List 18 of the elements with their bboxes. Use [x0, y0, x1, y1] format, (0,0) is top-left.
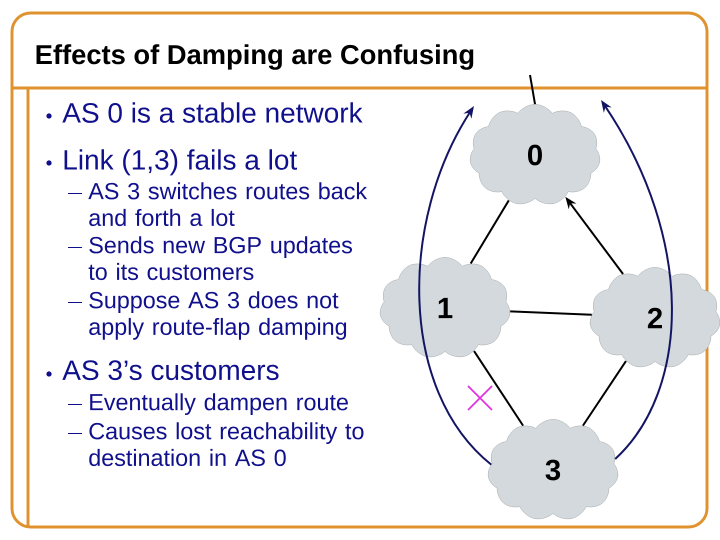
- bullet-text: Suppose AS 3 does not apply route-flap damping: [89, 291, 346, 340]
- link-line: [510, 310, 592, 316]
- link-line: [529, 74, 536, 104]
- bullet-text: AS 3 switches routes back and forth a lot: [88, 182, 368, 226]
- bullet-text: AS 0 is a stable network: [62, 102, 363, 123]
- link-line: [582, 360, 627, 426]
- bullet-text: Link (1,3) fails a lot: [64, 149, 297, 176]
- slide-title: Effects of Damping are Confusing: [36, 44, 474, 70]
- cloud: 3: [488, 419, 618, 520]
- cloud: 0: [470, 104, 600, 204]
- bullet-text: AS 3’s customers: [62, 360, 279, 380]
- cloud: 2: [590, 267, 720, 368]
- link-line: [470, 200, 510, 264]
- bullet-text: Causes lost reachability to destination in AS 0: [89, 422, 364, 466]
- bullet-text: Eventually dampen route: [90, 393, 348, 416]
- bullet-text: Sends new BGP updates to its customers: [88, 236, 352, 280]
- link-line: [473, 350, 524, 426]
- cloud: 1: [380, 257, 510, 358]
